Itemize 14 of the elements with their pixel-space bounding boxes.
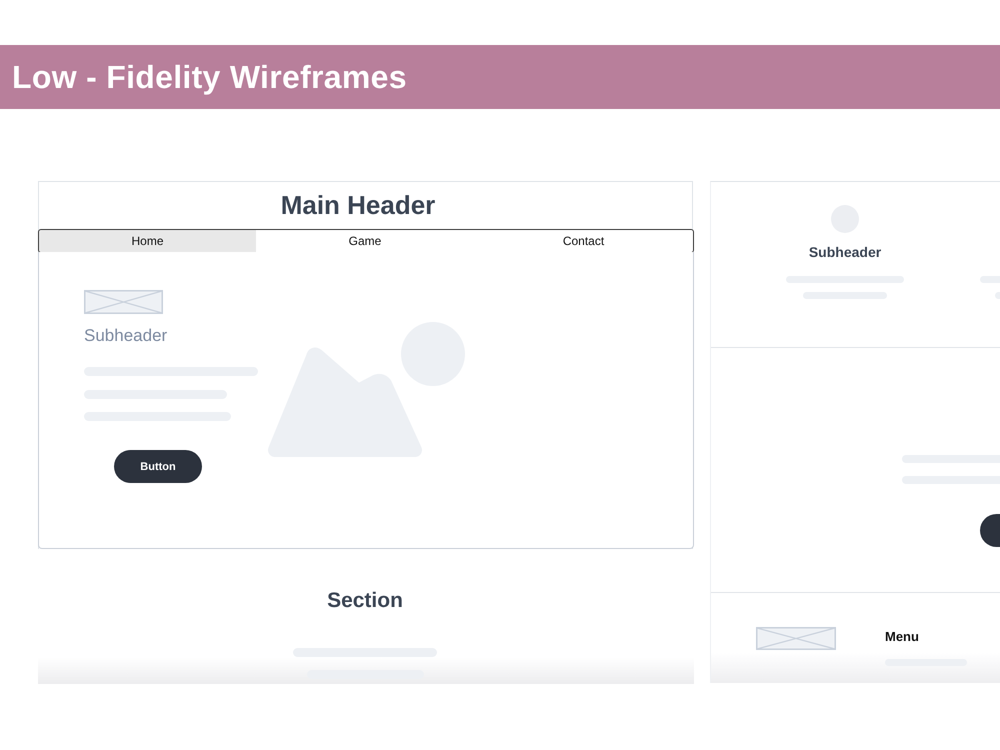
page-title: Low - Fidelity Wireframes — [12, 58, 407, 96]
section-heading: Section — [327, 588, 403, 613]
subheader: Subheader — [84, 326, 168, 346]
footer-band — [711, 592, 1000, 683]
button: Button — [114, 450, 202, 483]
page-header: Main Header — [280, 190, 436, 221]
wireframe-frame — [710, 181, 1000, 683]
menu-heading: Menu — [885, 629, 919, 645]
hero-card — [38, 252, 694, 549]
nav-tab: Contact — [474, 229, 694, 253]
nav-tab: Game — [256, 229, 475, 253]
nav-tab: Home — [38, 229, 257, 253]
subheader: Subheader — [808, 244, 882, 261]
wireframe-frame — [38, 181, 693, 683]
